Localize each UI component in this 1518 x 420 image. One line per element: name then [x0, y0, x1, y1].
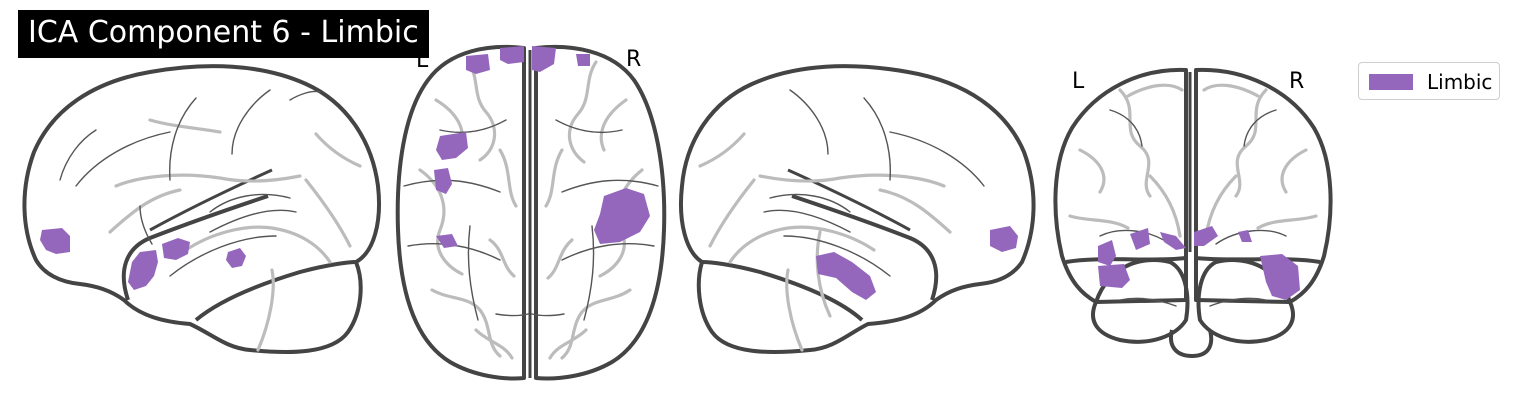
limbic-blob-right-temporal — [816, 252, 876, 300]
sagittal-left-cerebellum — [194, 260, 357, 322]
limbic-blob-coronal-mid — [1160, 232, 1186, 250]
limbic-blob-temporal — [128, 250, 158, 290]
coronal-brainstem — [1169, 329, 1214, 358]
coronal-right-cerebellum — [1196, 258, 1295, 344]
limbic-blob-axial-frontal-r — [532, 46, 556, 72]
limbic-blob-axial-frontal-mid — [500, 46, 524, 64]
coronal-right-hemisphere — [1194, 67, 1333, 304]
axial-view: L R — [395, 44, 667, 381]
sagittal-right-outline — [679, 64, 1036, 355]
legend-swatch — [1369, 74, 1413, 90]
limbic-blob-axial-frontal-far-r — [576, 54, 590, 66]
limbic-blob-coronal-left — [1098, 240, 1116, 266]
coronal-view: L R — [1053, 67, 1333, 358]
sagittal-left-fissure — [149, 168, 273, 232]
sagittal-left-outline — [22, 64, 381, 355]
legend-label: Limbic — [1427, 70, 1493, 94]
axial-right-label: R — [626, 47, 641, 72]
limbic-blob-coronal-left-lower — [1098, 264, 1130, 288]
limbic-blob-coronal-mid-right — [1194, 226, 1218, 246]
sagittal-left-temporal — [121, 194, 269, 301]
limbic-blob-axial-left-posterior — [436, 234, 458, 248]
limbic-blob-axial-left-lateral — [436, 132, 468, 160]
limbic-blob-axial-right-temporal — [594, 188, 650, 244]
sagittal-right-fissure — [787, 168, 911, 232]
figure-title: ICA Component 6 - Limbic — [18, 10, 429, 58]
sagittal-right-view — [679, 64, 1036, 355]
limbic-blob-right-frontal-pole — [990, 226, 1018, 252]
sagittal-right-cerebellum — [701, 260, 864, 322]
coronal-left-hemisphere — [1053, 67, 1188, 304]
limbic-blob-axial-frontal-l — [466, 54, 490, 74]
limbic-blob-axial-left-small — [434, 168, 452, 194]
limbic-blob-frontal-pole — [40, 228, 70, 254]
limbic-blob-posterior-temporal — [226, 248, 246, 268]
axial-right-hemisphere — [534, 44, 667, 381]
limbic-blob-insula — [162, 238, 190, 260]
limbic-blob-coronal-mid-left — [1130, 228, 1150, 250]
limbic-blob-coronal-right — [1260, 254, 1300, 300]
axial-left-hemisphere — [395, 44, 526, 381]
coronal-left-cerebellum — [1091, 258, 1190, 344]
coronal-right-label: R — [1289, 69, 1304, 94]
limbic-blob-coronal-small — [1238, 230, 1252, 242]
sagittal-right-temporal — [791, 194, 939, 301]
coronal-left-label: L — [1072, 69, 1085, 94]
legend: Limbic — [1358, 62, 1500, 100]
sagittal-left-view — [22, 64, 381, 355]
